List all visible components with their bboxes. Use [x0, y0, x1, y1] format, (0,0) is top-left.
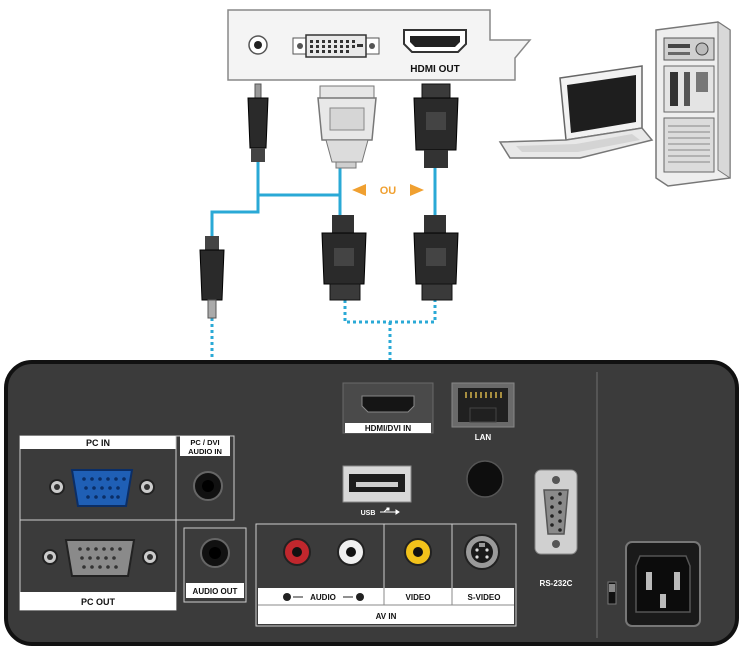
rs232c-port: RS-232C — [534, 469, 578, 588]
source-port-card: HDMI OUT — [227, 9, 532, 81]
pc-out-section: PC OUT — [19, 519, 177, 611]
audio-plug-bottom-icon — [199, 236, 225, 319]
pc-dvi-audio-in-section: PC / DVI AUDIO IN — [175, 435, 235, 521]
audio-left-marker-icon — [283, 593, 303, 601]
lan-port: LAN — [451, 382, 515, 442]
or-label: OU — [380, 185, 397, 197]
video-label: VIDEO — [406, 593, 431, 602]
svideo-port-icon — [464, 534, 500, 570]
usb-symbol-icon — [380, 507, 400, 515]
svideo-label: S-VIDEO — [468, 593, 501, 602]
hdmi-plug-top-icon — [413, 83, 459, 168]
audio-label: AUDIO — [310, 593, 336, 602]
audio-right-marker-icon — [343, 593, 364, 601]
audio-out-jack-icon — [248, 35, 268, 55]
usb-label: USB — [361, 510, 376, 517]
pc-dvi-audio-in-label-1: PC / DVI — [190, 438, 219, 447]
audio-plug-top-icon — [247, 83, 269, 162]
laptop-icon — [498, 65, 654, 159]
audio-out-jack-icon-panel — [200, 538, 230, 568]
hdmi-out-label: HDMI OUT — [410, 64, 459, 75]
hdmi-dvi-in-port: HDMI/DVI IN — [342, 382, 434, 434]
pc-dvi-audio-in-label-2: AUDIO IN — [188, 447, 222, 456]
pc-out-vga-port-icon — [42, 539, 158, 577]
projector-back-panel: HDMI/DVI IN LAN PC IN — [4, 360, 739, 646]
hdmi-plug-bottom-left-icon — [321, 215, 367, 301]
dvi-out-port-icon — [292, 34, 380, 58]
lan-label: LAN — [475, 433, 492, 442]
audio-out-label: AUDIO OUT — [193, 587, 238, 596]
pc-in-section: PC IN — [19, 435, 177, 521]
dvi-plug-icon — [317, 85, 377, 169]
pc-in-vga-port-icon — [49, 469, 155, 507]
av-in-section: AUDIO VIDEO S-VIDEO AV IN — [255, 523, 517, 627]
hdmi-out-port-icon — [403, 29, 467, 53]
cable-lines — [210, 160, 437, 236]
desktop-tower-icon — [655, 21, 731, 187]
rs232c-label: RS-232C — [540, 579, 573, 588]
or-indicator: OU — [352, 184, 424, 197]
audio-out-section: AUDIO OUT — [183, 527, 247, 603]
hdmi-dvi-in-label: HDMI/DVI IN — [365, 424, 411, 433]
pc-dvi-audio-in-jack-icon — [193, 471, 223, 501]
av-in-label: AV IN — [376, 612, 397, 621]
power-inlet-icon — [625, 541, 701, 627]
audio-left-rca-icon — [283, 538, 311, 566]
round-port-icon — [466, 460, 504, 498]
usb-port: USB — [342, 465, 412, 517]
pc-out-label: PC OUT — [81, 597, 116, 607]
hdmi-plug-bottom-right-icon — [413, 215, 459, 301]
audio-right-rca-icon — [337, 538, 365, 566]
power-switch-icon — [607, 581, 617, 605]
video-rca-icon — [404, 538, 432, 566]
pc-in-label: PC IN — [86, 438, 110, 448]
